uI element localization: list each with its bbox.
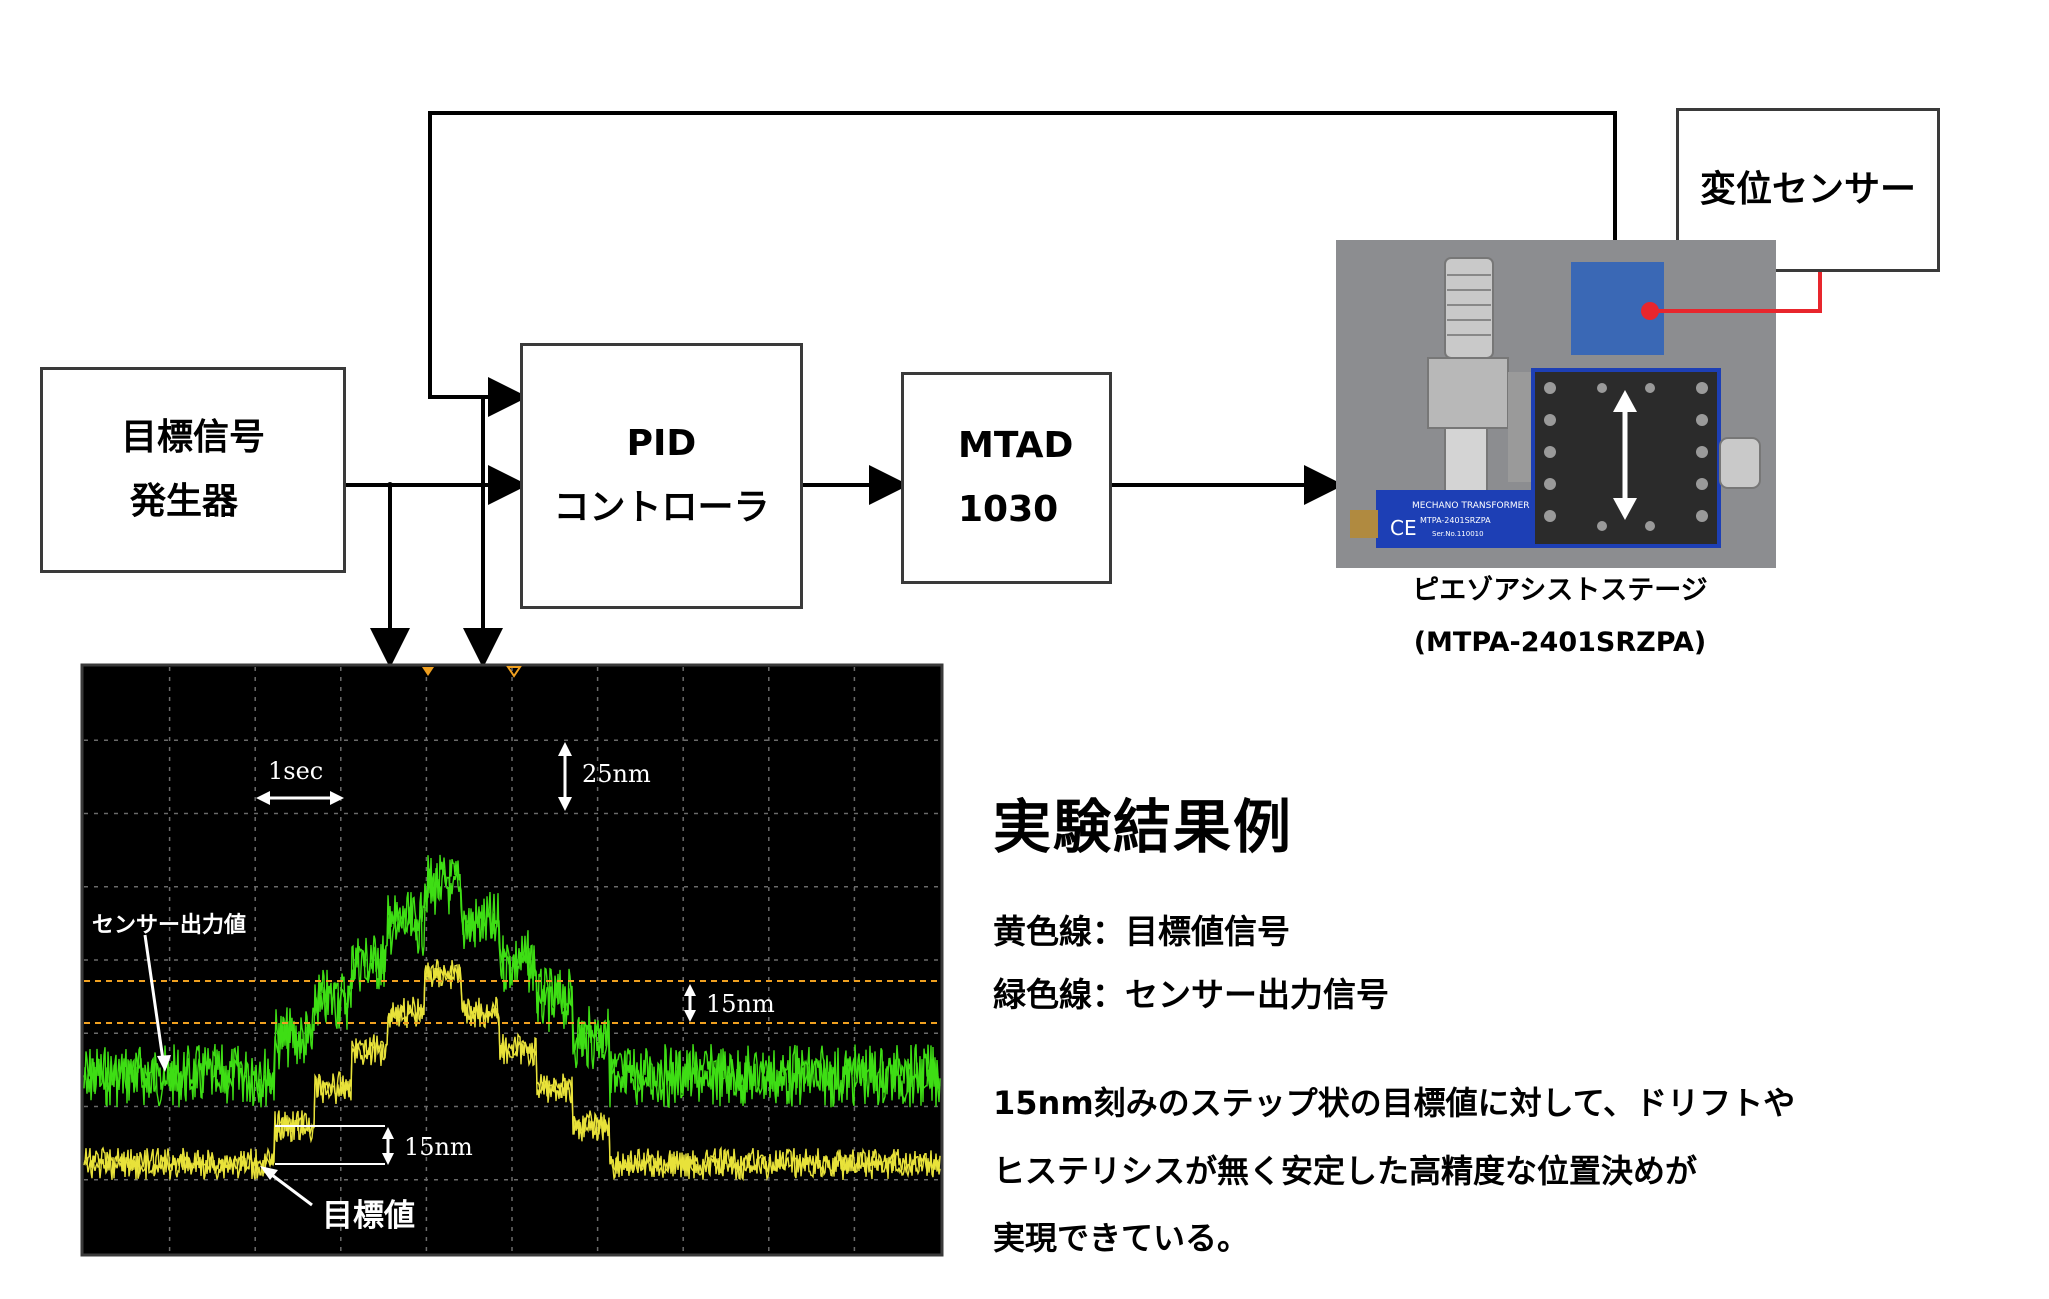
connector-icon [1350,510,1378,538]
scope-trigger-markers [422,666,522,678]
scope-traces [83,854,941,1182]
side-knob [1719,437,1761,489]
stage-model: (MTPA-2401SRZPA) [1413,627,1707,658]
mtad-label-2: 1030 [958,489,1059,530]
stage-caption: ピエゾアシストステージ (MTPA-2401SRZPA) [1410,565,1710,669]
step-label-upper: 15nm [706,990,775,1018]
generator-label-2: 発生器 [129,481,238,522]
sensor-output-label: センサー出力値 [92,913,247,938]
description-line-1: 15nm刻みのステップ状の目標値に対して、ドリフトや [993,1084,1796,1122]
actuator-text-1: MECHANO TRANSFORMER [1412,501,1530,511]
description-line-2: ヒステリシスが無く安定した高精度な位置決めが [993,1152,1698,1190]
motion-arrow-icon [1613,390,1637,520]
pid-controller-block: PID コントローラ [520,343,803,609]
target-signal-generator-block: 目標信号 発生器 [40,367,346,573]
vertical-scale-label: 25nm [582,760,651,788]
ce-mark-icon: CE [1390,516,1417,540]
mtad-driver-block: MTAD 1030 [901,372,1112,584]
results-title: 実験結果例 [993,793,1294,861]
micrometer-body [1427,357,1509,429]
pid-label-1: PID [626,423,697,464]
scope-grid [84,667,940,1253]
generator-label-1: 目標信号 [120,417,265,458]
stage-name: ピエゾアシストステージ [1412,575,1708,606]
target-value-label: 目標値 [322,1198,415,1234]
sensor-label: 変位センサー [1699,169,1916,210]
actuator-text-3: Ser.No.110010 [1432,530,1484,538]
time-scale-label: 1sec [268,757,324,785]
sensor-cable-line [1650,272,1822,313]
legend-yellow: 黄色線：目標値信号 [993,912,1290,951]
feedback-line [428,111,1617,417]
pid-label-2: コントローラ [553,487,770,528]
micrometer-barrel [1444,427,1488,499]
piezo-actuator [1376,490,1544,548]
description-line-3: 実現できている。 [993,1219,1250,1257]
legend-green: 緑色線：センサー出力信号 [993,975,1389,1014]
actuator-text-2: MTPA-2401SRZPA [1420,516,1491,525]
step-label-lower: 15nm [404,1133,473,1161]
scope-annotations [143,742,696,1207]
mtad-label-1: MTAD [958,425,1074,466]
